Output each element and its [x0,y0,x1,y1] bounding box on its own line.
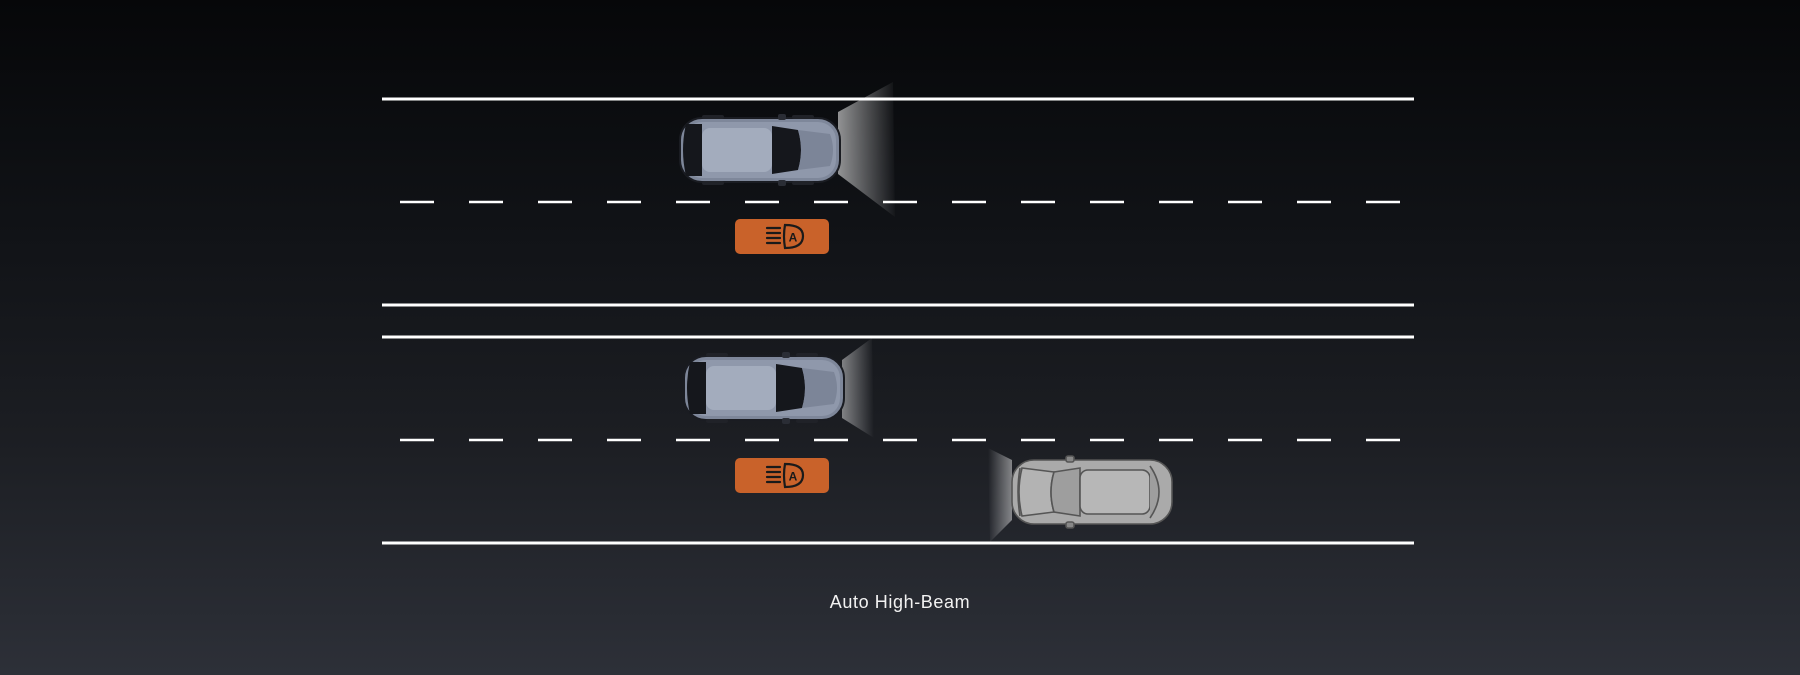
low-beam-light [842,338,874,438]
auto-high-beam-icon [765,462,805,489]
road-top: A [382,82,1414,307]
auto-high-beam-letter: A [789,231,798,245]
auto-high-beam-letter: A [789,470,798,484]
ego-car [683,352,845,424]
auto-high-beam-indicator-top: A [735,219,829,254]
auto-high-beam-icon [765,223,805,250]
car-top-view-icon [679,114,841,186]
oncoming-car-headlight-beam [988,448,1012,542]
high-beam-light [838,82,895,217]
auto-high-beam-indicator-bottom: A [735,458,829,493]
diagram-caption: Auto High-Beam [829,592,971,612]
road-bottom: A [382,335,1414,545]
ego-car [679,114,841,186]
car-top-view-icon [1011,455,1173,529]
oncoming-car [1011,455,1173,529]
car-top-view-icon [683,352,845,424]
